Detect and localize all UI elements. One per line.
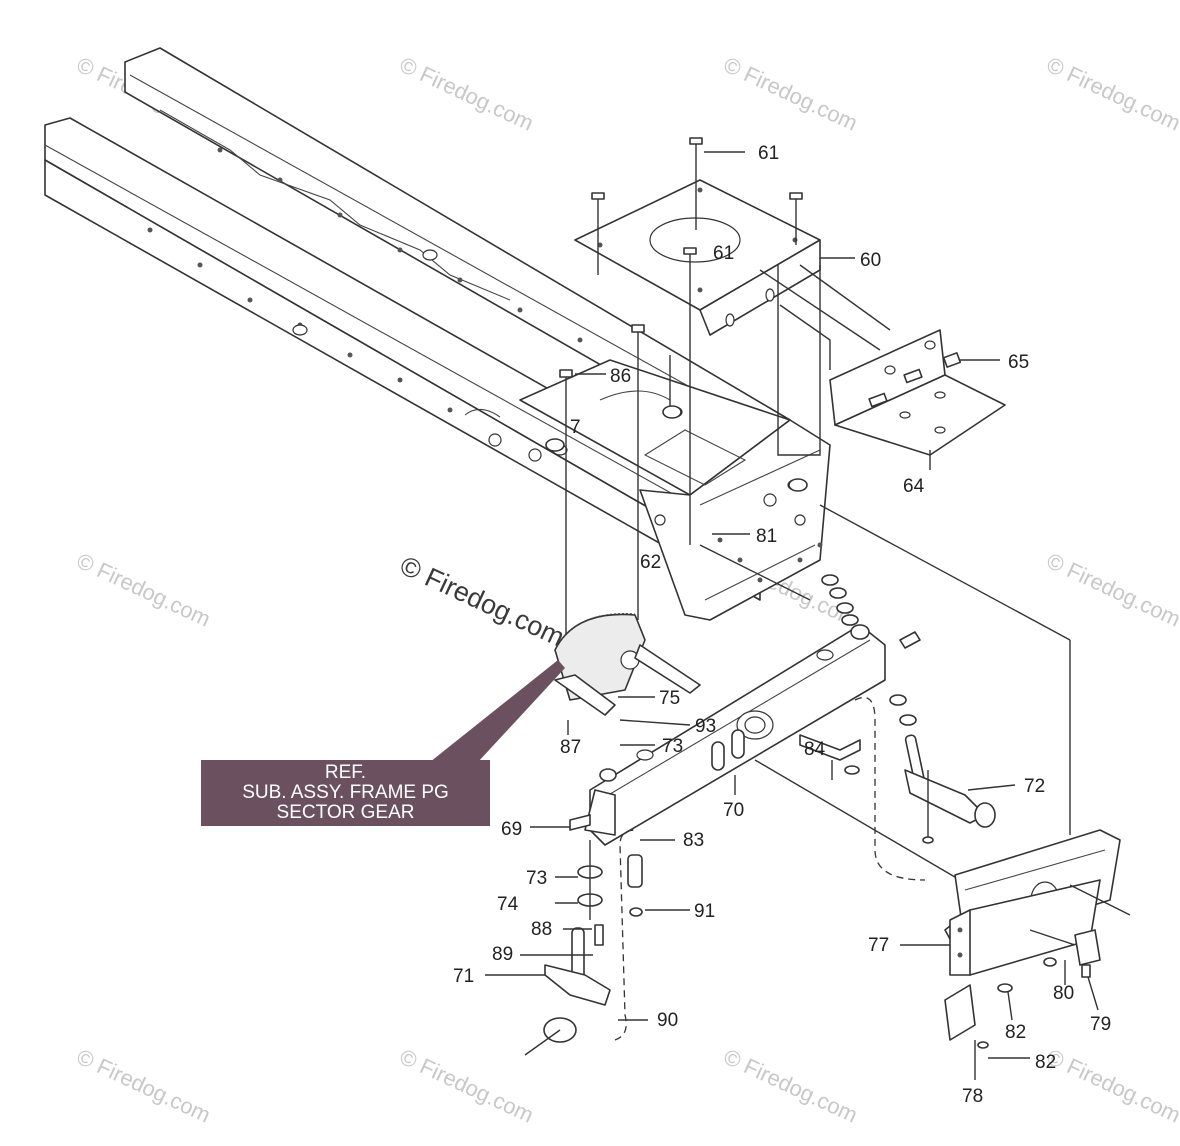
- callout-87: 87: [560, 737, 581, 758]
- callout-84: 84: [804, 739, 826, 760]
- callout-89: 89: [492, 944, 513, 965]
- callout-72: 72: [1024, 776, 1045, 797]
- callout-71: 71: [453, 966, 474, 987]
- callout-80: 80: [1053, 983, 1074, 1004]
- callout-7: 7: [570, 417, 581, 438]
- callout-60: 60: [860, 250, 881, 271]
- callout-93: 93: [695, 716, 716, 737]
- watermark: © Firedog.com: [1043, 548, 1180, 632]
- callout-79: 79: [1090, 1014, 1111, 1035]
- callout-70: 70: [723, 800, 744, 821]
- watermark-center: © Firedog.com: [395, 550, 569, 652]
- callout-91: 91: [694, 901, 715, 922]
- callout-65: 65: [1008, 352, 1029, 373]
- callout-86: 86: [610, 366, 631, 387]
- watermark: © Firedog.com: [720, 1044, 862, 1128]
- watermark: © Firedog.com: [73, 1044, 215, 1128]
- callout-82: 82: [1035, 1052, 1056, 1073]
- callout-73: 73: [526, 868, 547, 889]
- callout-74: 74: [497, 894, 519, 915]
- callout-83: 83: [683, 830, 704, 851]
- bolts-61: [591, 137, 803, 545]
- callout-90: 90: [657, 1010, 678, 1031]
- callout-64: 64: [903, 476, 925, 497]
- watermark: © Firedog.com: [1043, 52, 1180, 136]
- top-plate-60: [574, 179, 821, 336]
- watermark: © Firedog.com: [720, 52, 862, 136]
- frame-rails: [44, 47, 791, 601]
- watermark: © Firedog.com: [1043, 1044, 1180, 1128]
- callout-62: 62: [640, 552, 661, 573]
- reference-pointer: [430, 660, 565, 762]
- bracket-64: [759, 264, 1006, 456]
- callout-labels: 61 61 60 65 86 7 64 81 62 75 93 73 87 84…: [453, 143, 1111, 1107]
- watermark: © Firedog.com: [73, 548, 215, 632]
- reference-note-box: REF. SUB. ASSY. FRAME PG SECTOR GEAR: [201, 760, 490, 826]
- reference-note-line: SUB. ASSY. FRAME PG: [242, 782, 449, 803]
- callout-61: 61: [713, 243, 734, 264]
- reference-note-line: SECTOR GEAR: [276, 802, 415, 823]
- callout-81: 81: [756, 526, 777, 547]
- callout-77: 77: [868, 935, 889, 956]
- watermark: © Firedog.com: [396, 52, 538, 136]
- watermark: © Firedog.com: [396, 1044, 538, 1128]
- sector-gear: [554, 613, 701, 716]
- bracket-77: [944, 829, 1131, 1049]
- pivot-lines: [545, 265, 1071, 835]
- bracket-body: [639, 419, 831, 621]
- bracket-64-base: [834, 374, 1006, 456]
- reference-note-line: REF.: [324, 762, 367, 783]
- callout-61: 61: [758, 143, 779, 164]
- right-spindle: [754, 574, 996, 881]
- leader-lines: [485, 151, 1099, 1080]
- callout-78: 78: [962, 1086, 983, 1107]
- callout-69: 69: [501, 819, 522, 840]
- callout-75: 75: [659, 688, 680, 709]
- callout-73: 73: [662, 736, 683, 757]
- callout-88: 88: [531, 919, 552, 940]
- callout-82: 82: [1005, 1022, 1026, 1043]
- left-spindle: [524, 768, 643, 1056]
